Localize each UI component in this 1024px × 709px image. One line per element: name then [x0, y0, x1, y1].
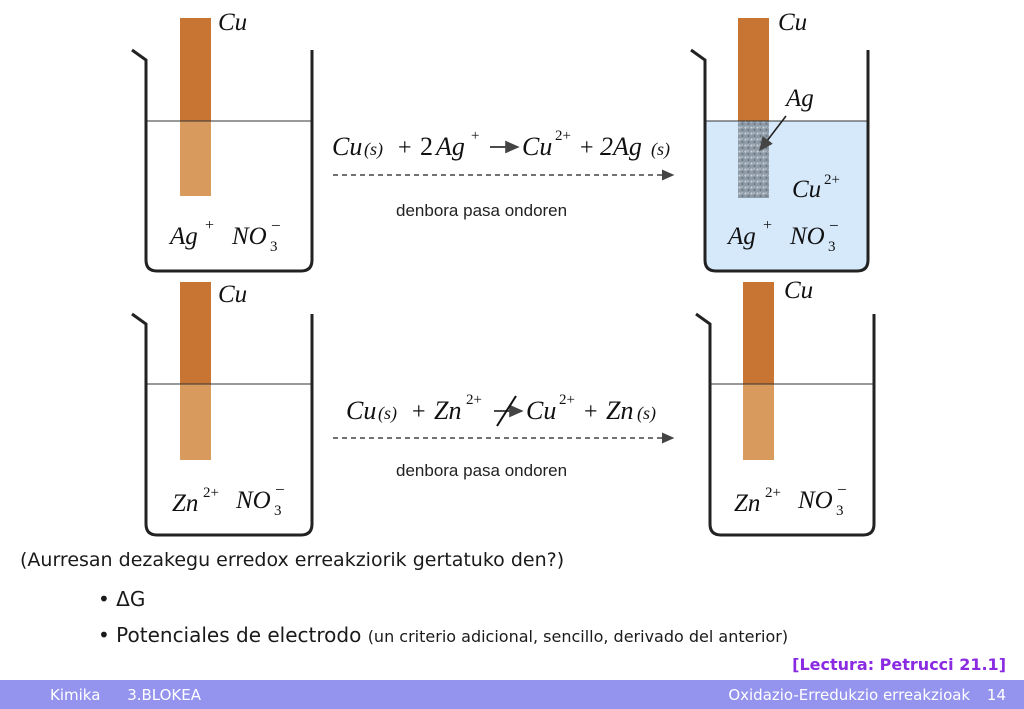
- bullet-item-electrode-potentials: • Potenciales de electrodo (un criterio …: [98, 623, 788, 647]
- copper-electrode-bottom-left-above: [180, 282, 211, 384]
- electrode-label-bottom-left: Cu: [218, 281, 247, 308]
- beaker-glass-bottom-right: [695, 312, 876, 537]
- r2-reactant2: Zn: [434, 396, 461, 425]
- r1-reactant2: Ag: [434, 132, 465, 161]
- r2-product2-state: (s): [637, 403, 656, 424]
- r2-plus1: +: [412, 399, 426, 425]
- cation-label-bottom-left: Zn: [172, 490, 198, 517]
- beaker-bottom-right: Cu Zn 2+ NO 3 −: [695, 277, 876, 537]
- anion-sub-top-left: 3: [270, 239, 278, 255]
- r1-product1-charge: 2+: [555, 128, 571, 144]
- r2-plus2: +: [584, 399, 598, 425]
- electrode-label-top-right: Cu: [778, 9, 807, 36]
- reaction-diagram: Cu Ag + NO 3 − Cu Ag Cu 2+ Ag + NO 3 − C…: [131, 9, 876, 537]
- anion-sub-bottom-right: 3: [836, 503, 844, 519]
- bullet-marker: •: [98, 587, 110, 611]
- anion-label-top-right: NO: [789, 223, 825, 250]
- electrode-label-bottom-right: Cu: [784, 277, 813, 304]
- copper-electrode-top-left-below: [180, 121, 211, 196]
- reaction-equation-2: Cu (s) + Zn 2+ Cu 2+ + Zn (s): [346, 392, 656, 427]
- footer-bar: Kimika 3.BLOKEA Oxidazio-Erredukzio erre…: [0, 680, 1024, 709]
- bullet-main-text: ΔG: [116, 587, 146, 611]
- r2-arrow-strike: [496, 395, 517, 427]
- anion-charge-bottom-right: −: [837, 480, 847, 499]
- cation-charge-bottom-left: 2+: [203, 485, 219, 501]
- footer-right: Oxidazio-Erredukzio erreakzioak 14: [728, 686, 1006, 704]
- r2-reactant1-state: (s): [378, 403, 397, 424]
- r1-reactant1-state: (s): [364, 139, 383, 160]
- beaker-glass-top-left: [131, 48, 314, 273]
- footer-topic: Oxidazio-Erredukzio erreakzioak: [728, 686, 971, 704]
- copper-electrode-bottom-left-below: [180, 384, 211, 460]
- cation-label-top-left: Ag: [168, 223, 198, 250]
- r1-reactant2-charge: +: [471, 128, 479, 144]
- bullet-main-text: Potenciales de electrodo: [116, 623, 362, 647]
- time-caption-1: denbora pasa ondoren: [396, 201, 567, 220]
- r1-reactant1: Cu: [332, 132, 362, 161]
- cation-label-top-right: Ag: [726, 223, 756, 250]
- copper-electrode-top-right-above: [738, 18, 769, 121]
- anion-charge-top-left: −: [271, 216, 281, 235]
- cation-charge-top-left: +: [205, 217, 214, 234]
- anion-label-bottom-left: NO: [235, 487, 271, 514]
- r2-reactant2-charge: 2+: [466, 392, 482, 408]
- reading-reference: [Lectura: Petrucci 21.1]: [792, 655, 1006, 674]
- footer-block: 3.BLOKEA: [127, 686, 201, 704]
- copper-electrode-top-left-above: [180, 18, 211, 121]
- r2-product1-charge: 2+: [559, 392, 575, 408]
- question-text: (Aurresan dezakegu erredox erreakziorik …: [20, 549, 565, 571]
- reaction-equation-1: Cu (s) + 2 Ag + Cu 2+ + 2Ag (s): [332, 128, 670, 161]
- deposit-label-top-right: Ag: [784, 85, 814, 112]
- electrode-label-top-left: Cu: [218, 9, 247, 36]
- beaker-top-right: Cu Ag Cu 2+ Ag + NO 3 −: [690, 9, 870, 273]
- product-charge-top-right: 2+: [824, 172, 840, 188]
- silver-deposit-top-right: [738, 121, 769, 198]
- beaker-top-left: Cu Ag + NO 3 −: [131, 9, 314, 273]
- footer-course: Kimika: [50, 686, 101, 704]
- r1-product2: 2Ag: [600, 132, 642, 161]
- deposit-pointer-arrow: [759, 115, 787, 152]
- anion-label-top-left: NO: [231, 223, 267, 250]
- anion-sub-bottom-left: 3: [274, 503, 282, 519]
- bullet-marker: •: [98, 623, 110, 647]
- r1-coefficient: 2: [420, 132, 433, 161]
- bullet-item-delta-g: • ΔG: [98, 587, 145, 611]
- anion-charge-top-right: −: [829, 216, 839, 235]
- r2-product2: Zn: [606, 396, 633, 425]
- footer-left: Kimika 3.BLOKEA: [50, 686, 201, 704]
- anion-charge-bottom-left: −: [275, 480, 285, 499]
- r1-product2-state: (s): [651, 139, 670, 160]
- r1-product1: Cu: [522, 132, 552, 161]
- cation-charge-top-right: +: [763, 217, 772, 234]
- anion-sub-top-right: 3: [828, 239, 836, 255]
- beaker-glass-top-right: [690, 48, 870, 273]
- beaker-glass-bottom-left: [131, 312, 314, 537]
- copper-electrode-bottom-right-below: [743, 384, 774, 460]
- anion-label-bottom-right: NO: [797, 487, 833, 514]
- r2-reactant1: Cu: [346, 396, 376, 425]
- r1-plus1: +: [398, 135, 412, 161]
- bullet-note-text: (un criterio adicional, sencillo, deriva…: [367, 627, 789, 646]
- cation-charge-bottom-right: 2+: [765, 485, 781, 501]
- product-ion-top-right: Cu: [792, 176, 821, 203]
- r2-product1: Cu: [526, 396, 556, 425]
- r1-plus2: +: [580, 135, 594, 161]
- time-caption-2: denbora pasa ondoren: [396, 461, 567, 480]
- beaker-bottom-left: Cu Zn 2+ NO 3 −: [131, 281, 314, 537]
- footer-page-number: 14: [986, 686, 1006, 704]
- cation-label-bottom-right: Zn: [734, 490, 760, 517]
- copper-electrode-bottom-right-above: [743, 282, 774, 384]
